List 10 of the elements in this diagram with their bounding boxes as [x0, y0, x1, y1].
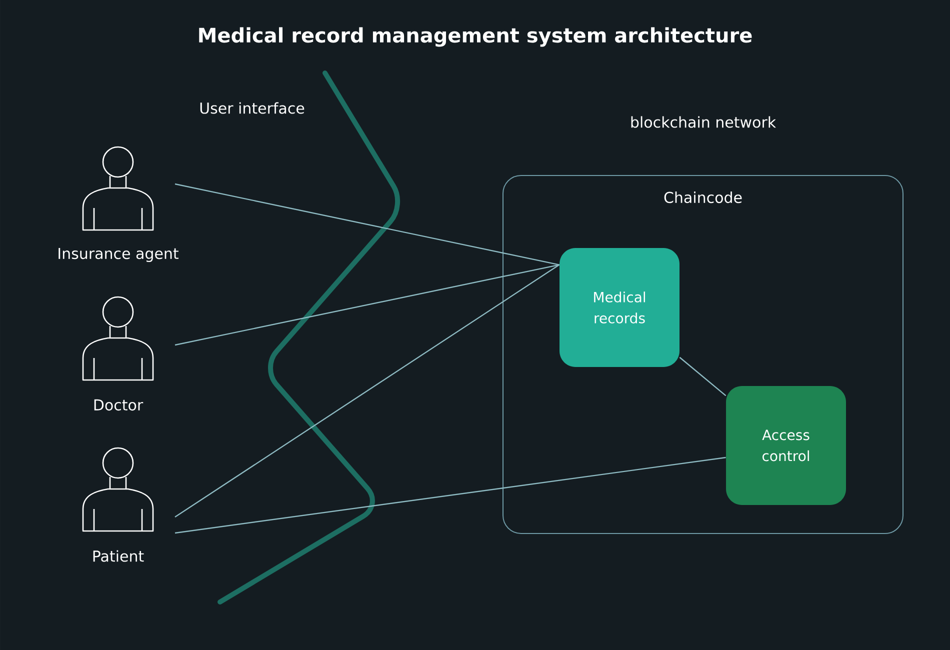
connector-line [174, 264, 560, 346]
process-box: Access control [726, 386, 846, 505]
title: Medical record management system architecture [199, 27, 752, 47]
connector-line [174, 264, 560, 518]
section-label: blockchain network [631, 116, 776, 128]
connector-line [679, 356, 726, 396]
process-box: Medical records [560, 248, 680, 367]
section-label: User interface [200, 102, 304, 114]
connector-line [174, 183, 560, 266]
connector-line [174, 456, 726, 534]
